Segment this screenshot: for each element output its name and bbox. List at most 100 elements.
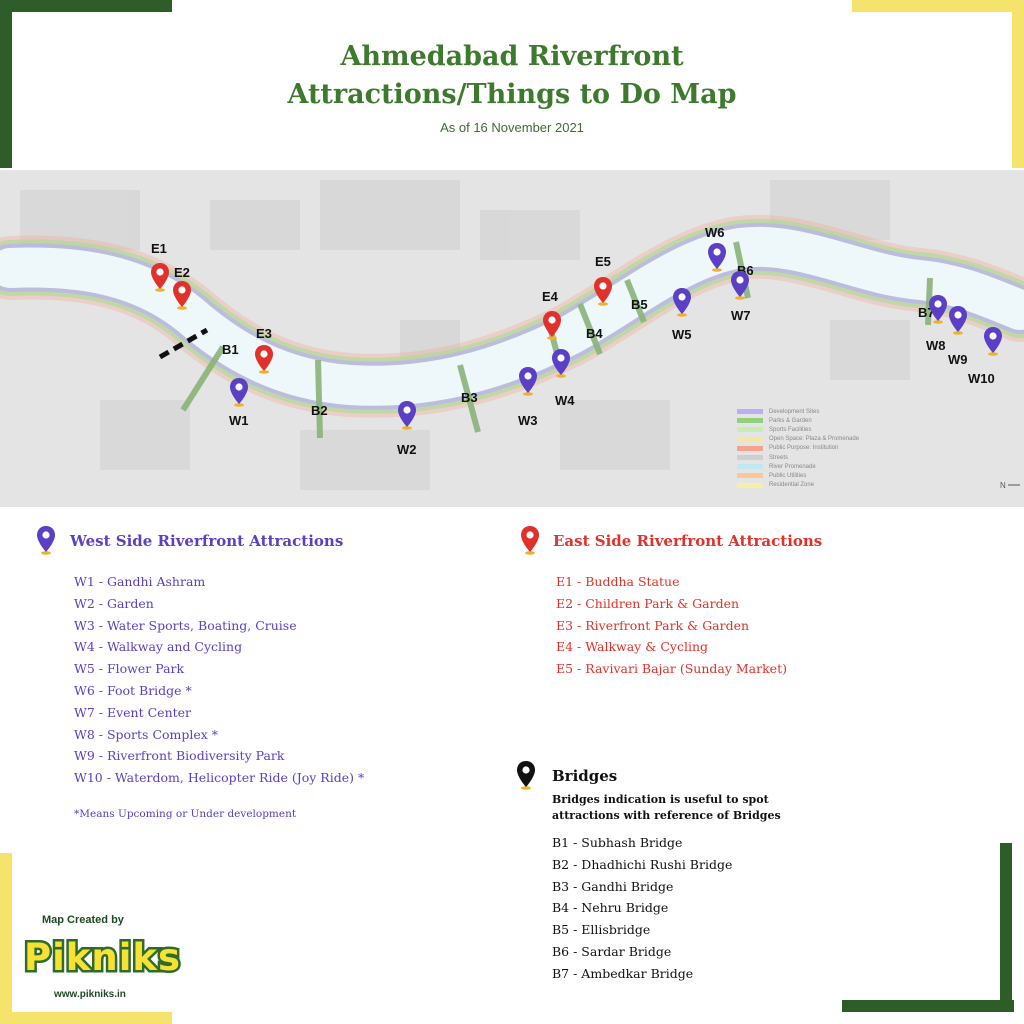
west-item: W7 - Event Center (74, 704, 192, 720)
legend-label: Parks & Garden (769, 417, 812, 424)
pin-e5[interactable] (593, 276, 613, 306)
legend-label: Public Purpose: Institution (769, 445, 839, 452)
west-item: W1 - Gandhi Ashram (74, 574, 206, 589)
page-title: Ahmedabad Riverfront Attractions/Things … (0, 38, 1024, 114)
pin-w1[interactable] (229, 377, 249, 407)
west-item: W6 - Foot Bridge * (74, 682, 192, 698)
frame-top-right (852, 0, 1024, 12)
map-label-w3: W3 (518, 413, 538, 428)
map-label-w8: W8 (926, 338, 946, 353)
legend-swatch (737, 455, 763, 461)
bridge-item: B7 - Ambedkar Bridge (552, 965, 694, 981)
map-pin-icon (731, 271, 749, 300)
map-label-b5: B5 (631, 297, 648, 312)
legend-item: Public Utilities (737, 471, 859, 480)
map-pin-icon (521, 526, 539, 555)
map-label-w1: W1 (229, 413, 249, 428)
map-label-w9: W9 (948, 352, 968, 367)
frame-top-left-v (0, 0, 12, 168)
map-label-b1: B1 (222, 342, 239, 357)
west-item: W3 - Water Sports, Boating, Cruise (74, 617, 297, 633)
west-item: W4 - Walkway and Cycling (74, 639, 243, 655)
legend-swatch (737, 418, 763, 424)
pin-w4[interactable] (551, 348, 571, 378)
pin-w2[interactable] (397, 400, 417, 430)
bridges-list: B1 - Subhash Bridge B2 - Dhadhichi Rushi… (552, 832, 732, 985)
legend-swatch (737, 473, 763, 479)
legend-label: Open Space: Plaza & Promenade (769, 436, 860, 443)
pin-e1[interactable] (150, 262, 170, 292)
map-pin-icon (949, 306, 967, 335)
east-list: E1 - Buddha Statue E2 - Children Park & … (556, 571, 787, 680)
pin-e2[interactable] (172, 280, 192, 310)
pin-w9[interactable] (948, 305, 968, 335)
legend-label: River Promenade (769, 463, 816, 470)
pin-w5[interactable] (672, 287, 692, 317)
east-item: E1 - Buddha Statue (556, 574, 680, 589)
legend-label: Residential Zone (769, 482, 815, 489)
created-by: Map Created by (42, 914, 124, 926)
bridge-item: B5 - Ellisbridge (552, 922, 651, 938)
map-label-w10: W10 (968, 371, 995, 386)
pin-e4[interactable] (542, 310, 562, 340)
map-graphic: N (0, 170, 1024, 507)
riverfront-map[interactable]: N E1 E2 E3 E4 E5 W1 W2 W3 W4 W5 W6 W7 W8… (0, 170, 1024, 507)
bridge-item: B1 - Subhash Bridge (552, 835, 683, 850)
legend-swatch (737, 409, 763, 415)
legend-swatch (737, 445, 763, 451)
page-subtitle: As of 16 November 2021 (440, 120, 584, 135)
map-label-b4: B4 (586, 326, 603, 341)
west-list: W1 - Gandhi Ashram W2 - Garden W3 - Wate… (74, 571, 364, 789)
legend-swatch (737, 436, 763, 442)
bridge-item: B4 - Nehru Bridge (552, 900, 669, 916)
map-label-w7: W7 (731, 308, 751, 323)
north-label: N (1000, 481, 1006, 490)
west-note: *Means Upcoming or Under development (74, 808, 297, 820)
legend-label: Public Utilities (769, 472, 807, 479)
website-link[interactable]: www.pikniks.in (54, 989, 126, 1000)
map-label-e5: E5 (595, 254, 611, 269)
pikniks-logo[interactable]: Pikniks (21, 934, 182, 982)
map-pin-icon (984, 327, 1002, 356)
map-pin-icon (552, 349, 570, 378)
west-item: W5 - Flower Park (74, 661, 185, 677)
map-pin-icon (673, 288, 691, 317)
legend-label: Development Sites (769, 408, 820, 415)
frame-bottom-left (0, 1012, 172, 1024)
title-line-1: Ahmedabad Riverfront (340, 41, 684, 72)
frame-bottom-left-v (0, 853, 12, 1024)
pin-w3[interactable] (518, 366, 538, 396)
map-pin-icon (230, 378, 248, 407)
bridge-item: B2 - Dhadhichi Rushi Bridge (552, 856, 733, 872)
pin-w7[interactable] (730, 270, 750, 300)
pin-w6[interactable] (707, 242, 727, 272)
map-label-b3: B3 (461, 390, 478, 405)
legend-swatch (737, 427, 763, 433)
pin-w10[interactable] (983, 326, 1003, 356)
map-pin-icon (543, 311, 561, 340)
legend-label: Sports Facilities (769, 426, 812, 433)
title-line-2: Attractions/Things to Do Map (287, 79, 737, 110)
map-label-e1: E1 (151, 241, 167, 256)
west-heading: West Side Riverfront Attractions (70, 532, 344, 550)
map-pin-icon (929, 295, 947, 324)
east-item: E4 - Walkway & Cycling (556, 639, 708, 655)
map-label-e3: E3 (256, 326, 272, 341)
map-label-w5: W5 (672, 327, 692, 342)
west-item: W9 - Riverfront Biodiversity Park (74, 748, 285, 764)
map-label-w2: W2 (397, 442, 417, 457)
map-label-w6: W6 (705, 225, 725, 240)
map-pin-icon (255, 345, 273, 374)
pin-w8[interactable] (928, 294, 948, 324)
legend-item: Residential Zone (737, 481, 859, 490)
east-heading-pin-icon (520, 525, 540, 555)
bridges-heading-pin-icon (516, 760, 536, 790)
map-pin-icon (594, 277, 612, 306)
legend-label: Streets (769, 454, 789, 461)
map-pin-icon (173, 281, 191, 310)
map-label-e2: E2 (174, 265, 190, 280)
map-pin-icon (398, 401, 416, 430)
pin-e3[interactable] (254, 344, 274, 374)
bridge-item: B6 - Sardar Bridge (552, 943, 672, 959)
frame-top-right-v (1012, 0, 1024, 168)
